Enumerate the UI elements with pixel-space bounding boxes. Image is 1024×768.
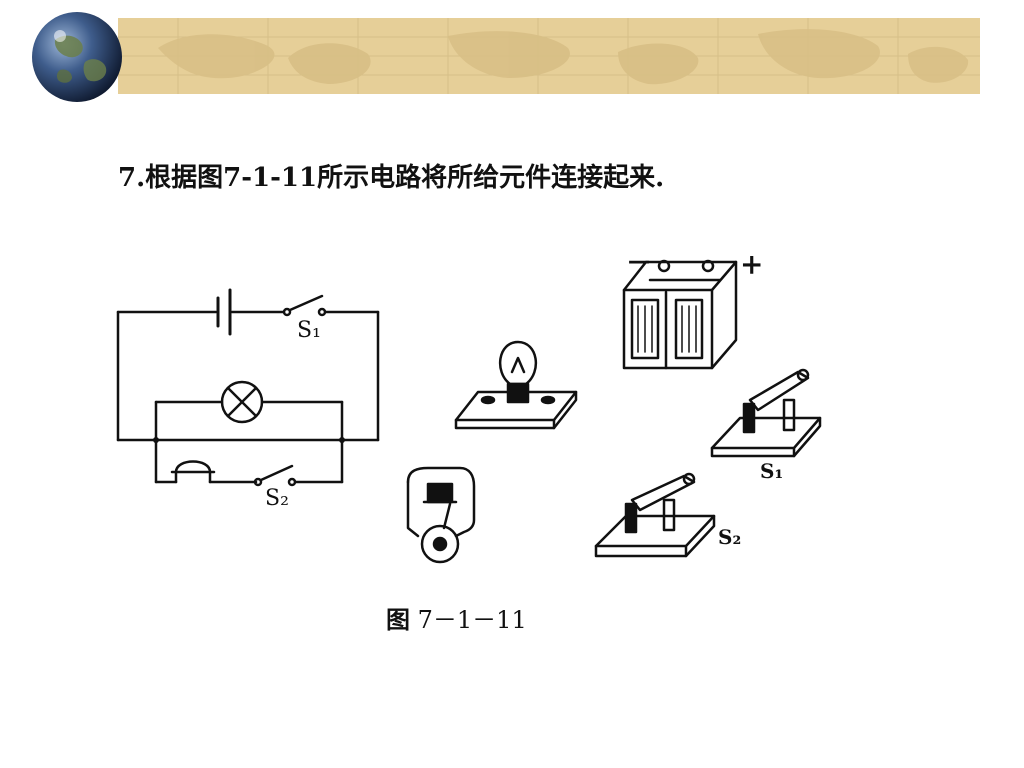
battery-component [622, 259, 738, 370]
circuit-schematic [116, 288, 380, 487]
caption-word: 图 [386, 605, 410, 634]
component-s1-label: S₁ [760, 459, 783, 483]
bell-component [406, 466, 476, 564]
world-map-decoration [118, 18, 980, 94]
figure-caption: 图 7－1－11 [386, 605, 527, 635]
battery-minus-label: － [626, 249, 652, 279]
question-text: 7.根据图7-1-11所示电路将所给元件连接起来. [118, 163, 665, 193]
switch-s1-component [710, 368, 822, 458]
bulb-component [454, 340, 578, 430]
schematic-s2-label: S₂ [265, 486, 289, 511]
caption-number: 7－1－11 [417, 606, 527, 634]
component-s2-label: S₂ [718, 525, 741, 549]
schematic-s1-label: S₁ [297, 318, 321, 343]
battery-plus-label: + [740, 248, 763, 281]
globe-icon [32, 12, 122, 102]
header-band [118, 18, 980, 94]
switch-s2-component [594, 472, 716, 558]
